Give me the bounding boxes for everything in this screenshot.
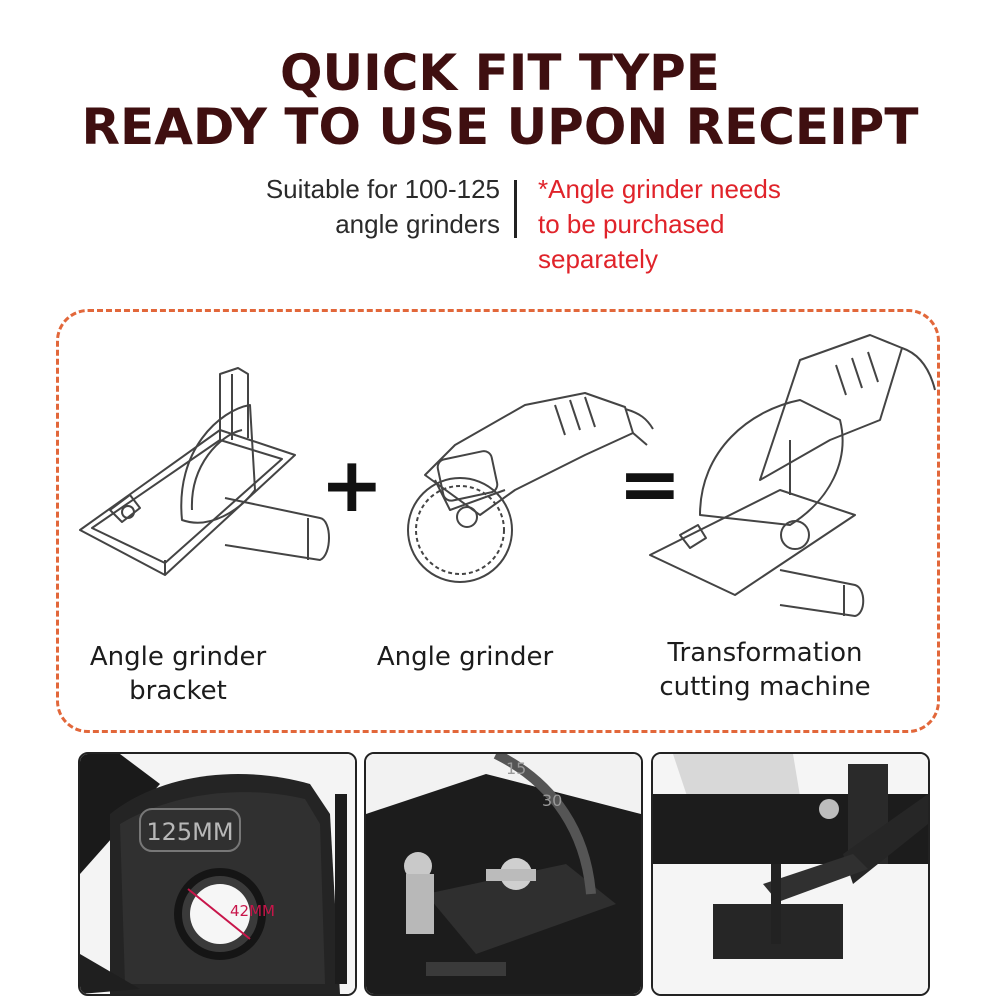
warning-line-1: *Angle grinder needs [538, 174, 781, 204]
headline-line-1: QUICK FIT TYPE [280, 44, 720, 102]
purchase-warning: *Angle grinder needs to be purchased sep… [538, 172, 781, 277]
compatibility-line-1: Suitable for 100-125 [265, 174, 500, 204]
compatibility-line-2: angle grinders [335, 209, 500, 239]
warning-line-2: to be purchased [538, 209, 725, 239]
caption-machine-line-1: Transformation [667, 638, 863, 668]
compatibility-note: Suitable for 100-125 angle grinders [266, 172, 500, 242]
caption-bracket: Angle grinder bracket [58, 640, 298, 708]
caption-machine: Transformation cutting machine [630, 636, 900, 704]
plus-sign: + [320, 440, 384, 529]
scale-label-30: 30 [542, 791, 562, 810]
angle-grinder-illustration [407, 392, 654, 583]
caption-grinder: Angle grinder [345, 640, 585, 674]
equals-sign: = [618, 439, 682, 528]
caption-machine-line-2: cutting machine [659, 672, 871, 702]
scale-label-15: 15 [506, 759, 526, 778]
caption-grinder-line-1: Angle grinder [376, 642, 554, 672]
headline-line-2: READY TO USE UPON RECEIPT [81, 98, 919, 156]
equation-panel [56, 309, 940, 733]
warning-line-3: separately [538, 244, 658, 274]
photo-base-closeup: 15 30 [364, 752, 643, 996]
photo-ruler-closeup [651, 752, 930, 996]
bracket-illustration [79, 367, 330, 576]
caption-bracket-line-2: bracket [129, 676, 227, 706]
cutting-machine-illustration [649, 334, 936, 617]
photo-guard-closeup: 125MM 42MM [78, 752, 357, 996]
bore-size-label: 42MM [230, 902, 275, 920]
subtitle-divider [514, 180, 517, 238]
guard-size-label: 125MM [146, 818, 233, 846]
caption-bracket-line-1: Angle grinder [89, 642, 267, 672]
